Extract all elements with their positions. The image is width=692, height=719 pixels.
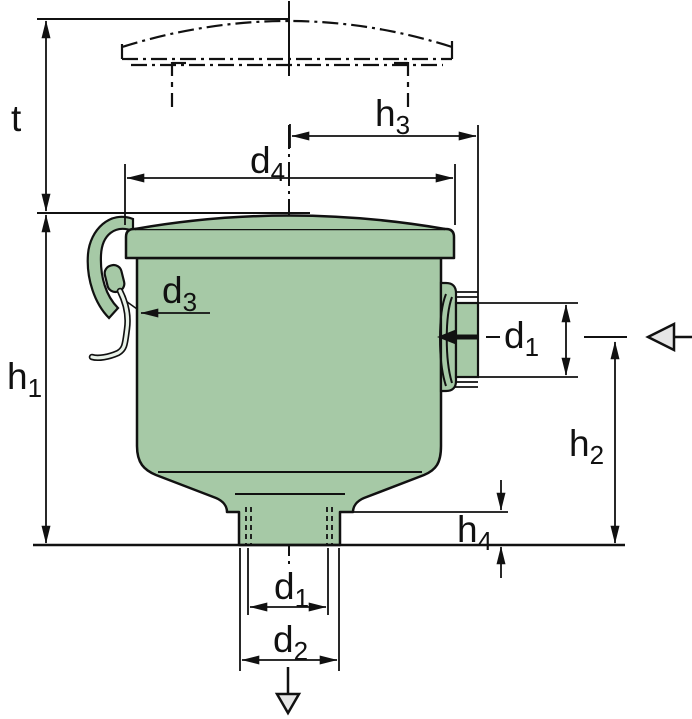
label-d1-bottom: d1 [274,566,309,613]
label-h2: h2 [569,423,604,470]
phantom-cover-arc [121,19,453,49]
label-h3: h3 [375,93,410,140]
pipe-intersection-curve [439,293,447,387]
label-d3: d3 [162,270,197,317]
inlet-pipe [454,301,480,379]
label-d2: d2 [273,619,308,666]
label-h4: h4 [457,509,492,556]
clip-wire-core [90,289,130,360]
flow-direction-symbols [274,321,692,716]
lid-dome-arc [134,214,446,231]
bottom-flow-arrow-icon [274,692,302,716]
label-h1: h1 [7,356,42,403]
housing-assembly [86,214,480,547]
retaining-clip-band [86,215,135,320]
side-flow-arrow-icon [645,321,676,353]
dimensions [33,18,625,671]
housing-lid [124,227,456,260]
label-d1-side: d1 [504,315,539,362]
label-d4: d4 [250,140,285,187]
label-t: t [11,98,22,139]
phantom-cover [120,19,454,113]
dimension-labels: t h1 d3 d4 h3 d1 h2 h4 d1 d2 [7,93,604,666]
inlet-flow-arrow [437,329,479,345]
